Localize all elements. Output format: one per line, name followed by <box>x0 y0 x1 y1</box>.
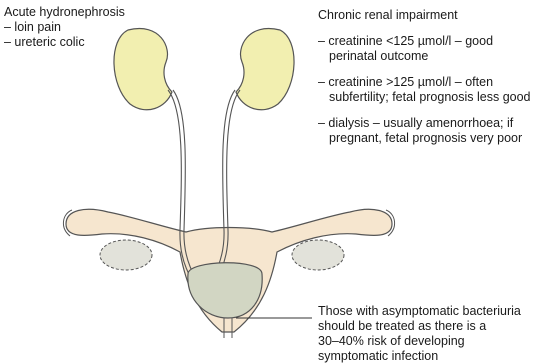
left-ovary <box>100 240 152 270</box>
bacteriuria-line: symptomatic infection <box>318 349 521 364</box>
renal-item-line: pregnant, fetal prognosis very poor <box>318 131 531 146</box>
bacteriuria-line: 30–40% risk of developing <box>318 334 521 349</box>
renal-item: – dialysis – usually amenorrhoea; if pre… <box>318 116 531 146</box>
renal-item-line: – creatinine <125 µmol/l – good <box>318 34 531 49</box>
renal-item-line: perinatal outcome <box>318 49 531 64</box>
bacteriuria-label: Those with asymptomatic bacteriuria shou… <box>318 304 521 364</box>
right-kidney <box>236 29 294 110</box>
renal-item: – creatinine <125 µmol/l – good perinata… <box>318 34 531 64</box>
renal-item-line: – dialysis – usually amenorrhoea; if <box>318 116 531 131</box>
renal-item: – creatinine >125 µmol/l – often subfert… <box>318 75 531 105</box>
bacteriuria-line: Those with asymptomatic bacteriuria <box>318 304 521 319</box>
renal-item-line: – creatinine >125 µmol/l – often <box>318 75 531 90</box>
chronic-renal-impairment-label: Chronic renal impairment – creatinine <1… <box>318 8 531 157</box>
hydronephrosis-item: – ureteric colic <box>4 35 125 50</box>
hydronephrosis-item: – loin pain <box>4 20 125 35</box>
acute-hydronephrosis-label: Acute hydronephrosis – loin pain – urete… <box>4 5 125 50</box>
chronic-renal-impairment-title: Chronic renal impairment <box>318 8 531 23</box>
right-ovary <box>292 240 344 270</box>
bladder <box>188 263 262 318</box>
acute-hydronephrosis-title: Acute hydronephrosis <box>4 5 125 20</box>
bacteriuria-line: should be treated as there is a <box>318 319 521 334</box>
renal-item-line: subfertility; fetal prognosis less good <box>318 90 531 105</box>
